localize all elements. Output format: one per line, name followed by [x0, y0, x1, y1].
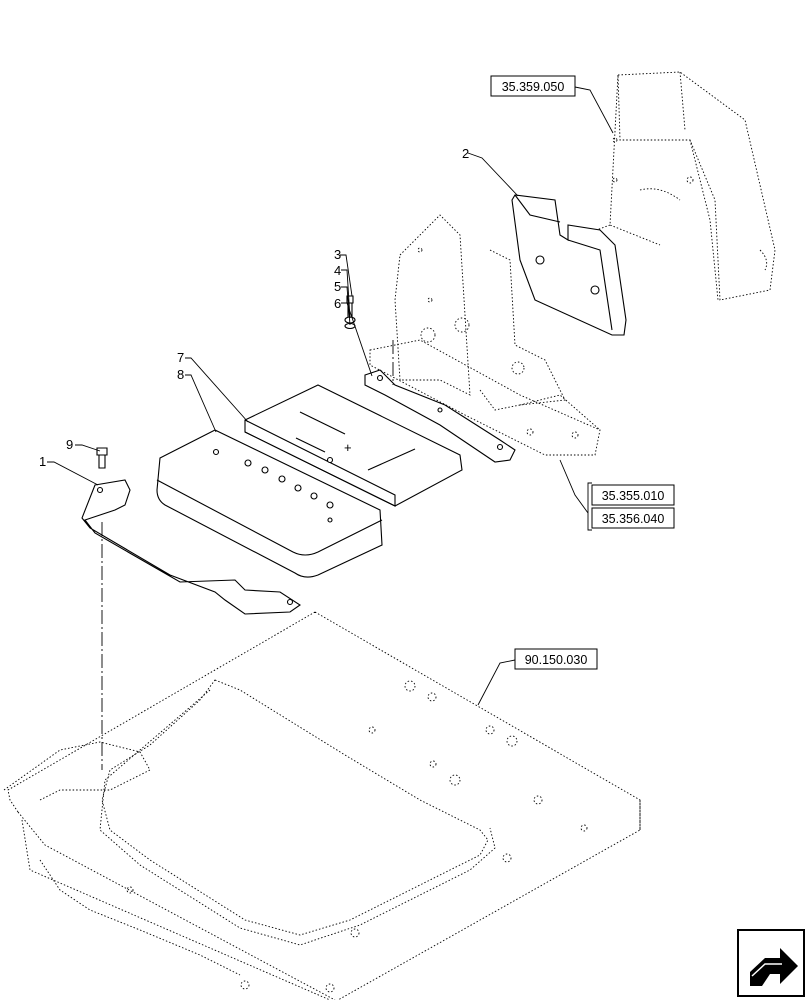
bracket-assembly: [369, 214, 601, 456]
reference-box-35-355-010[interactable]: 35.355.010: [591, 484, 675, 506]
callout-7: 7: [177, 350, 184, 365]
leader-lines: [47, 86, 614, 706]
callout-6: 6: [334, 296, 341, 311]
reference-label: 90.150.030: [525, 653, 588, 667]
callout-4: 4: [334, 263, 341, 278]
part-8-pad: [156, 429, 383, 578]
svg-text:+: +: [344, 440, 352, 455]
reference-box-90-150-030[interactable]: 90.150.030: [514, 648, 598, 670]
reference-label: 35.359.050: [502, 80, 565, 94]
part-6-strap: [364, 369, 516, 463]
next-page-arrow-icon[interactable]: [737, 929, 805, 997]
reference-label: 35.355.010: [602, 489, 665, 503]
part-9-screw: [96, 447, 108, 469]
callout-8: 8: [177, 367, 184, 382]
part-2-block: [511, 194, 627, 336]
reference-box-35-359-050[interactable]: 35.359.050: [490, 75, 576, 97]
part-1-bracket: [81, 479, 301, 615]
reference-box-35-356-040[interactable]: 35.356.040: [591, 507, 675, 529]
callout-5: 5: [334, 279, 341, 294]
callout-labels: 2 3 4 5 6 7 8 9 1: [39, 146, 469, 469]
reference-group-35-355: 35.355.010 35.356.040: [587, 482, 675, 531]
reference-label: 35.356.040: [602, 512, 665, 526]
cab-floor: [3, 611, 641, 1000]
callout-2: 2: [462, 146, 469, 161]
callout-1: 1: [39, 454, 46, 469]
part-7-mat: +: [244, 384, 463, 507]
callout-3: 3: [334, 247, 341, 262]
callout-9: 9: [66, 437, 73, 452]
